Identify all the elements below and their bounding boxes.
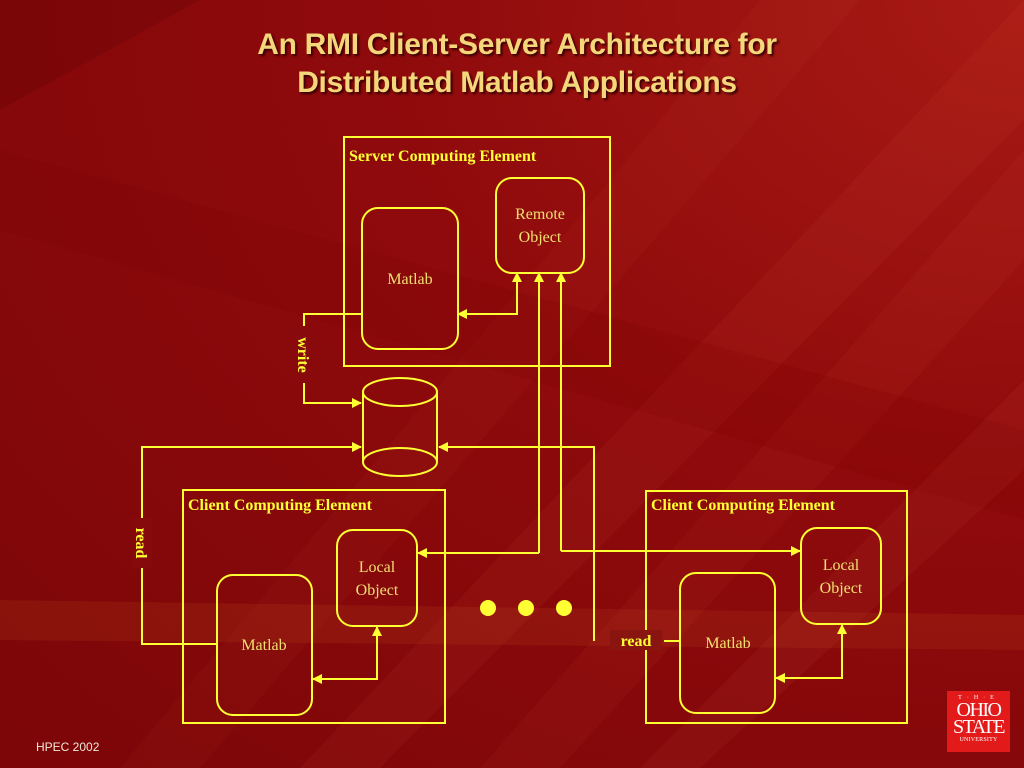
slide-title: An RMI Client-Server Architecture for Di… bbox=[0, 26, 1024, 102]
read-left-line-top bbox=[141, 442, 362, 520]
read-right-line bbox=[438, 442, 595, 641]
remote-to-matlab-arrow bbox=[457, 290, 518, 319]
client-right-local-object-label-1: Local bbox=[823, 557, 860, 574]
client-right-local-object-box bbox=[800, 527, 882, 625]
write-arrow bbox=[303, 383, 362, 408]
client-right-element-label: Client Computing Element bbox=[651, 497, 836, 514]
client-left-local-object-label-1: Local bbox=[359, 559, 396, 576]
write-label: write bbox=[294, 337, 311, 373]
client-right-matlab-box bbox=[679, 572, 776, 714]
client-right-local-to-matlab-arrow bbox=[775, 641, 843, 683]
client-right-local-object-label-2: Object bbox=[820, 580, 863, 597]
write-line bbox=[303, 313, 362, 326]
remote-object-label-2: Object bbox=[519, 229, 562, 246]
client-left-local-to-matlab-arrow bbox=[312, 643, 378, 684]
client-left-computing-element-box bbox=[182, 489, 446, 724]
title-line-2: Distributed Matlab Applications bbox=[297, 66, 737, 99]
logo-the: T·H·E bbox=[958, 695, 999, 701]
client-left-local-object-box bbox=[336, 529, 418, 627]
ohio-state-logo: T·H·E OHIO STATE UNIVERSITY bbox=[947, 691, 1010, 752]
storage-cylinder-icon bbox=[362, 377, 438, 477]
client-left-element-label: Client Computing Element bbox=[188, 497, 373, 514]
read-left-line-bottom bbox=[141, 566, 218, 645]
server-element-label: Server Computing Element bbox=[349, 148, 537, 165]
logo-state: STATE bbox=[953, 716, 1005, 738]
more-clients-dots-icon bbox=[480, 600, 572, 616]
remote-object-label-1: Remote bbox=[515, 206, 565, 223]
read-right-label: read bbox=[621, 633, 652, 650]
read-left-label: read bbox=[132, 528, 149, 559]
client-right-computing-element-box bbox=[645, 490, 908, 724]
client-left-local-object-label-2: Object bbox=[356, 582, 399, 599]
client-right-matlab-label: Matlab bbox=[705, 635, 750, 652]
server-matlab-box bbox=[361, 207, 459, 350]
remote-object-box bbox=[495, 177, 585, 274]
client-left-matlab-box bbox=[216, 574, 313, 716]
server-matlab-label: Matlab bbox=[387, 271, 432, 288]
logo-university: UNIVERSITY bbox=[959, 737, 998, 743]
client-left-matlab-label: Matlab bbox=[241, 637, 286, 654]
server-computing-element-box bbox=[343, 136, 611, 367]
title-line-1: An RMI Client-Server Architecture for bbox=[257, 28, 777, 61]
logo-ohio: OHIO bbox=[956, 699, 1003, 721]
footer-text: HPEC 2002 bbox=[36, 740, 100, 754]
